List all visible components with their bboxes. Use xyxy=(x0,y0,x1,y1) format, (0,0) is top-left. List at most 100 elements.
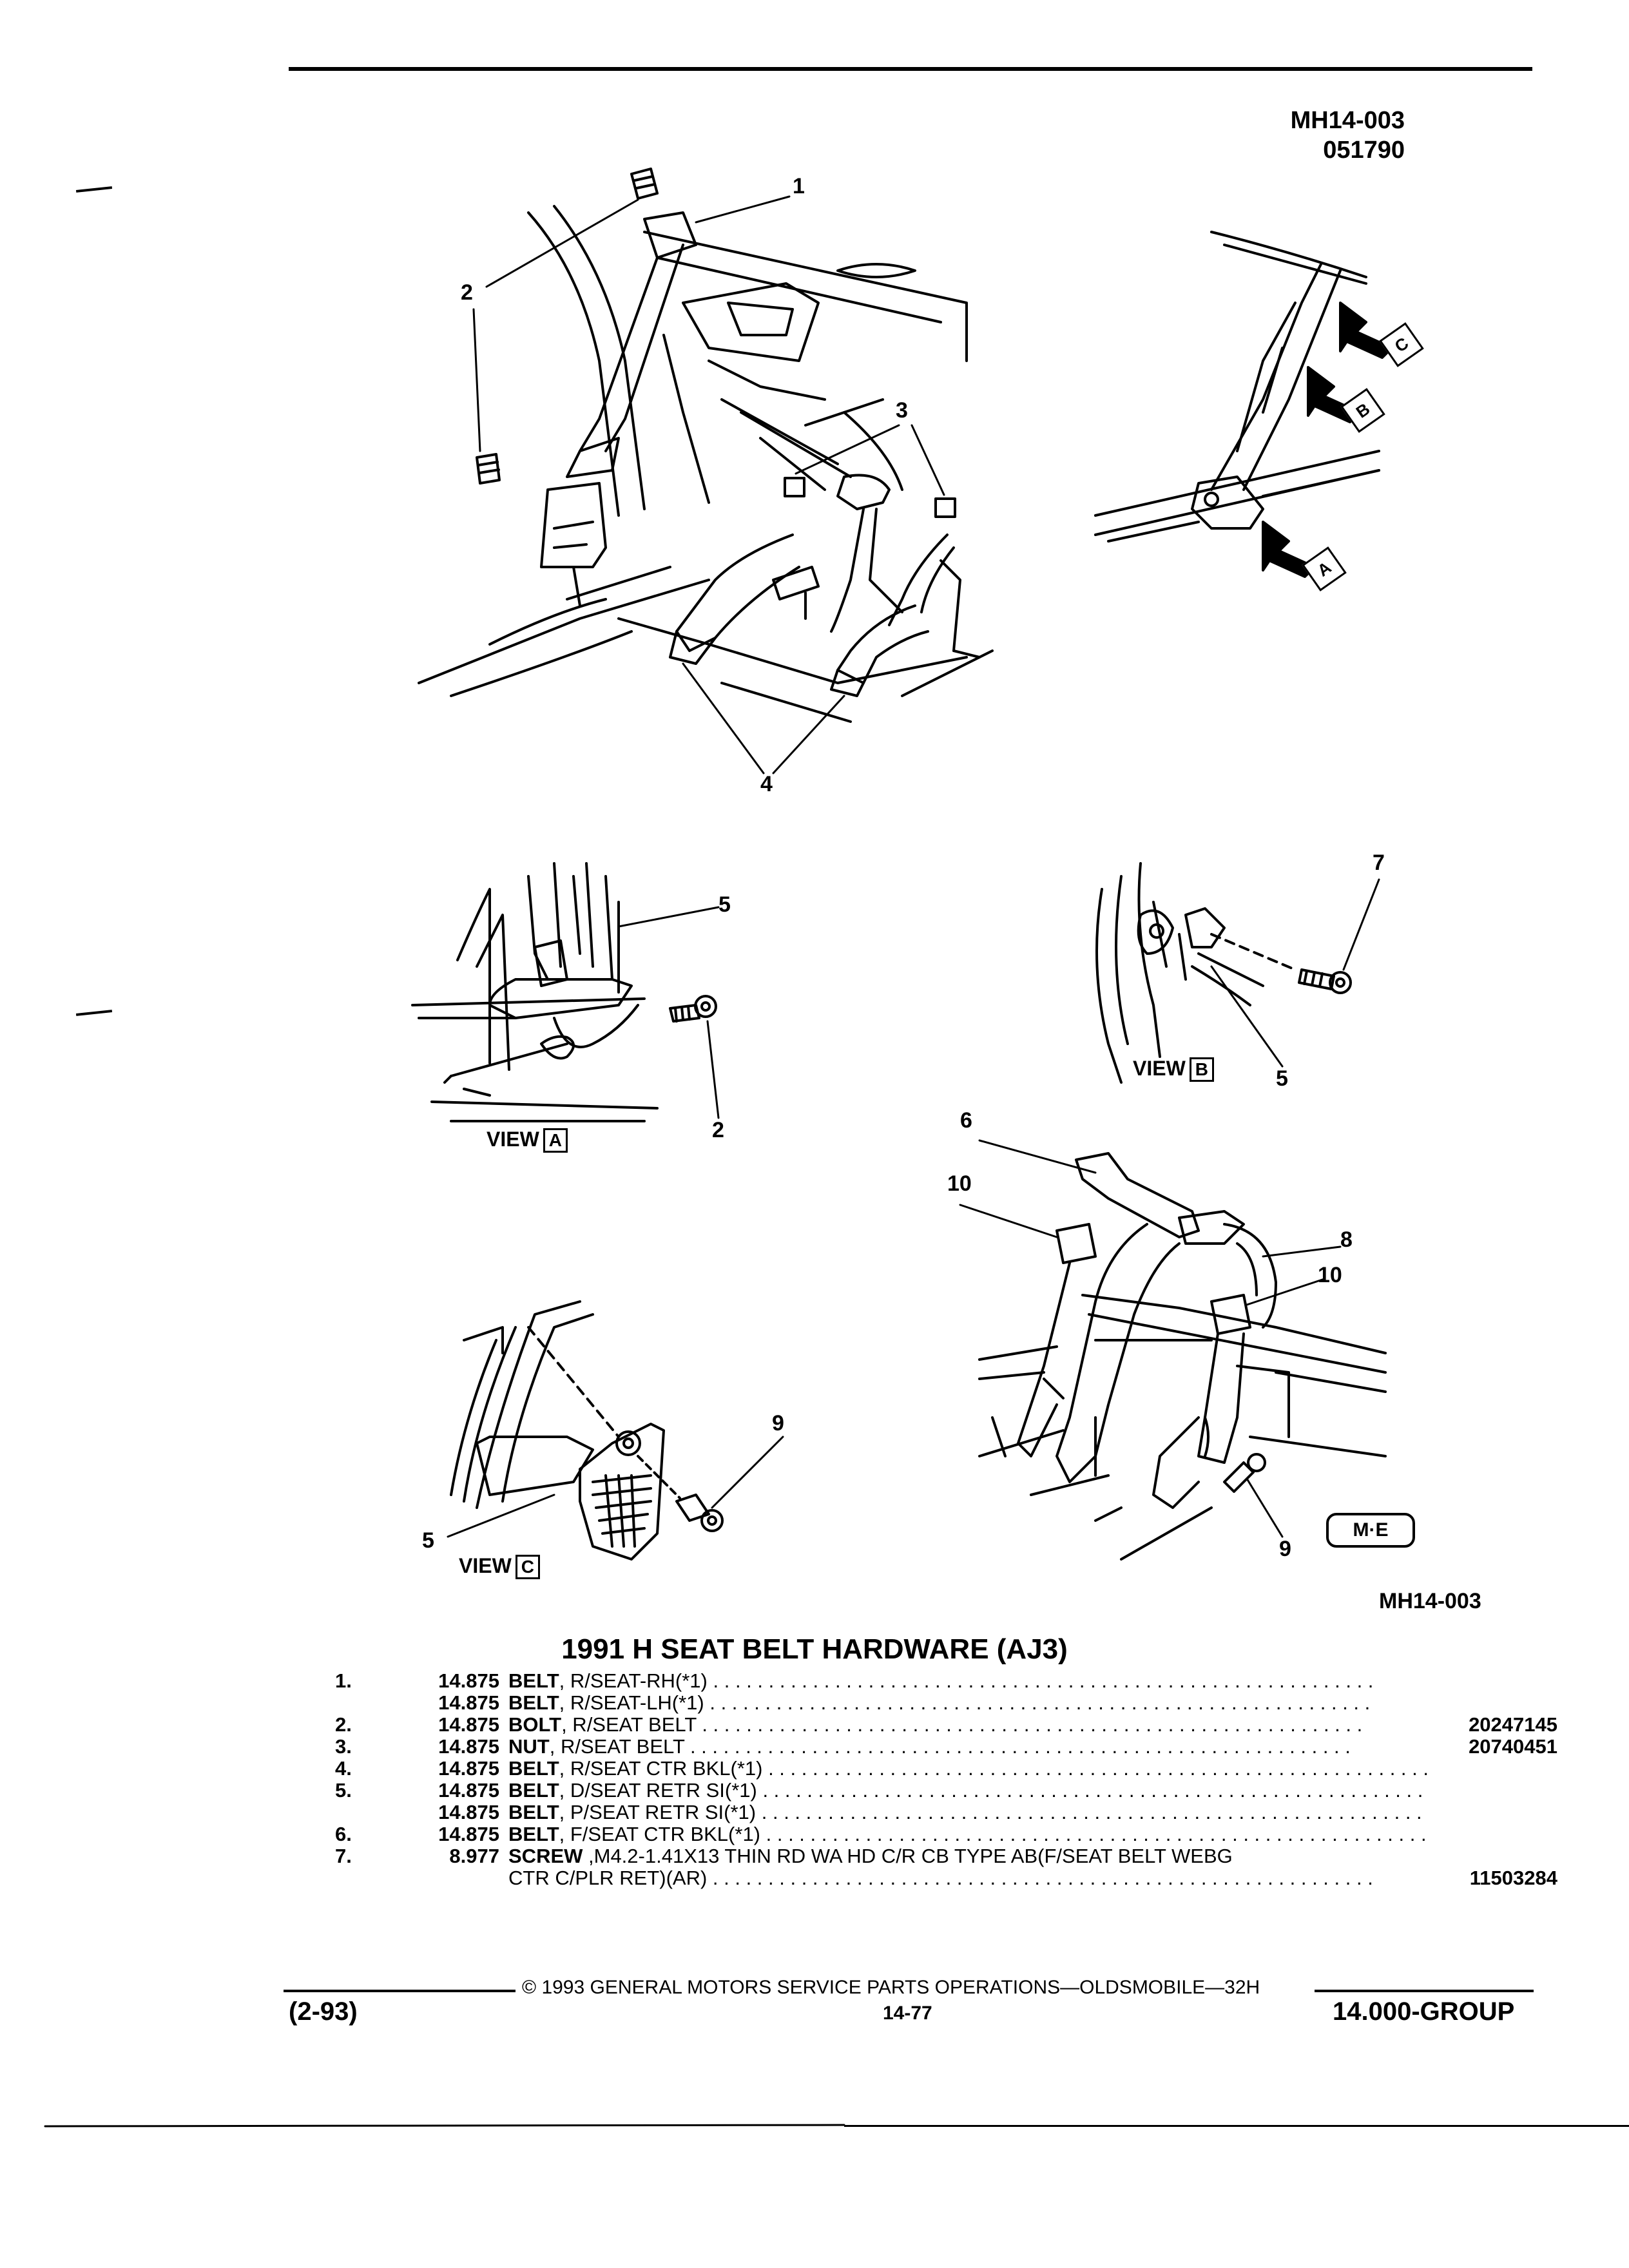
footer-group: 14.000-GROUP xyxy=(1333,1997,1515,2026)
view-arrows xyxy=(1262,302,1393,578)
part-catalog-group: 14.875 xyxy=(438,1823,499,1845)
callout-4: 4 xyxy=(760,772,773,796)
part-name: BELT xyxy=(508,1823,559,1845)
part-detail: , R/SEAT BELT xyxy=(561,1714,697,1736)
figure-header: MH14-003 051790 xyxy=(1211,106,1405,165)
part-number: 20740451 xyxy=(1469,1735,1557,1758)
part-name: BELT xyxy=(508,1692,559,1714)
dot-leader: . . . . . . . . . . . . . . . . . . . . … xyxy=(756,1802,1422,1823)
parts-row: CTR C/PLR RET)(AR) . . . . . . . . . . .… xyxy=(335,1867,1557,1889)
part-number xyxy=(1429,1802,1557,1823)
part-description: BELT, R/SEAT-RH(*1) . . . . . . . . . . … xyxy=(508,1670,1429,1692)
callout-10-right: 10 xyxy=(1318,1263,1342,1287)
footer-rule-right xyxy=(1315,1990,1534,1992)
dot-leader: . . . . . . . . . . . . . . . . . . . . … xyxy=(696,1714,1363,1736)
part-description: BELT, P/SEAT RETR SI(*1) . . . . . . . .… xyxy=(508,1802,1429,1823)
callout-5-view-c: 5 xyxy=(422,1528,434,1553)
part-detail: , R/SEAT-RH(*1) xyxy=(559,1670,708,1692)
view-b-word: VIEW xyxy=(1133,1057,1186,1080)
section-title: 1991 H SEAT BELT HARDWARE (AJ3) xyxy=(561,1633,1068,1665)
part-item-number: 4. xyxy=(335,1757,352,1780)
part-number xyxy=(1429,1758,1557,1780)
part-detail: , R/SEAT-LH(*1) xyxy=(559,1692,704,1714)
part-catalog-group: 14.875 xyxy=(438,1757,499,1780)
part-number xyxy=(1429,1845,1557,1867)
view-c-letter: C xyxy=(515,1555,541,1579)
view-b-letter: B xyxy=(1189,1057,1215,1082)
leaders-view-c xyxy=(447,1436,784,1538)
pillar-detail-view xyxy=(1094,231,1380,543)
part-description: SCREW ,M4.2-1.41X13 THIN RD WA HD C/R CB… xyxy=(508,1845,1429,1867)
part-name: BOLT xyxy=(508,1714,562,1736)
view-b-drawing xyxy=(1095,862,1352,1084)
dot-leader: . . . . . . . . . . . . . . . . . . . . … xyxy=(757,1780,1423,1802)
parts-row: 3. 14.875 NUT, R/SEAT BELT . . . . . . . .… xyxy=(335,1736,1557,1758)
parts-row: 14.875 BELT, R/SEAT-LH(*1) . . . . . . . … xyxy=(335,1692,1557,1714)
callout-6: 6 xyxy=(960,1108,972,1133)
callout-9-view-c: 9 xyxy=(772,1411,784,1436)
part-number xyxy=(1429,1670,1557,1692)
part-number xyxy=(1429,1692,1557,1714)
part-catalog-group: 14.875 xyxy=(438,1691,499,1714)
leaders-view-b xyxy=(1210,878,1380,1068)
dot-leader: . . . . . . . . . . . . . . . . . . . . … xyxy=(684,1736,1351,1758)
top-rule xyxy=(289,67,1532,71)
center-belt-drawing xyxy=(978,1152,1387,1561)
part-detail: ,M4.2-1.41X13 THIN RD WA HD C/R CB TYPE … xyxy=(583,1845,1233,1867)
part-catalog-group: 14.875 xyxy=(438,1779,499,1802)
footer-copyright: © 1993 GENERAL MOTORS SERVICE PARTS OPER… xyxy=(522,1977,1260,1998)
part-catalog-group: 8.977 xyxy=(449,1845,499,1867)
part-description: BOLT, R/SEAT BELT . . . . . . . . . . . … xyxy=(508,1714,1429,1736)
callout-9-center: 9 xyxy=(1279,1537,1291,1561)
part-description: NUT, R/SEAT BELT . . . . . . . . . . . .… xyxy=(508,1736,1429,1758)
part-name: NUT xyxy=(508,1736,550,1758)
part-catalog-group: 14.875 xyxy=(438,1713,499,1736)
callout-3: 3 xyxy=(896,398,908,423)
rear-seat-main-view xyxy=(418,168,994,723)
part-description: BELT, D/SEAT RETR SI(*1) . . . . . . . .… xyxy=(508,1780,1429,1802)
part-name: BELT xyxy=(508,1802,559,1823)
parts-row: 14.875 BELT, P/SEAT RETR SI(*1) . . . . .… xyxy=(335,1802,1557,1823)
callout-7: 7 xyxy=(1373,850,1385,875)
part-item-number xyxy=(335,1867,409,1889)
callout-2-view-a: 2 xyxy=(712,1118,724,1142)
leaders-main-view xyxy=(472,195,945,774)
part-description: BELT, R/SEAT-LH(*1) . . . . . . . . . . … xyxy=(508,1692,1429,1714)
part-item-number xyxy=(335,1692,409,1714)
dot-leader: . . . . . . . . . . . . . . . . . . . . … xyxy=(704,1692,1371,1714)
part-name: SCREW xyxy=(508,1845,583,1867)
view-c-drawing xyxy=(450,1300,724,1561)
part-number: 11503284 xyxy=(1469,1867,1557,1889)
part-item-number xyxy=(335,1802,409,1823)
footer-page-number: 14-77 xyxy=(883,2003,932,2024)
part-detail: , R/SEAT CTR BKL(*1) xyxy=(559,1758,763,1780)
part-description: BELT, F/SEAT CTR BKL(*1) . . . . . . . .… xyxy=(508,1823,1429,1845)
view-a-drawing xyxy=(411,862,717,1122)
part-description: CTR C/PLR RET)(AR) . . . . . . . . . . .… xyxy=(508,1867,1429,1889)
figure-code-bottom: MH14-003 xyxy=(1379,1589,1481,1613)
callout-8: 8 xyxy=(1340,1227,1353,1252)
part-catalog-group: 14.875 xyxy=(438,1801,499,1823)
part-number: 20247145 xyxy=(1469,1713,1557,1736)
part-catalog-group: 14.875 xyxy=(438,1735,499,1758)
part-detail: , F/SEAT CTR BKL(*1) xyxy=(559,1823,761,1845)
view-a-word: VIEW xyxy=(487,1128,539,1151)
parts-row: 6. 14.875 BELT, F/SEAT CTR BKL(*1) . . . .… xyxy=(335,1823,1557,1845)
dot-leader: . . . . . . . . . . . . . . . . . . . . … xyxy=(762,1758,1429,1780)
leaders-center-belt xyxy=(959,1139,1342,1538)
footer-rule-left xyxy=(284,1990,516,1992)
callout-1: 1 xyxy=(793,174,805,198)
part-item-number: 3. xyxy=(335,1735,352,1758)
part-item-number: 6. xyxy=(335,1823,352,1845)
figure-date: 051790 xyxy=(1323,137,1405,164)
part-catalog-group xyxy=(409,1867,508,1889)
callout-10-left: 10 xyxy=(947,1171,972,1196)
part-catalog-group: 14.875 xyxy=(438,1669,499,1692)
